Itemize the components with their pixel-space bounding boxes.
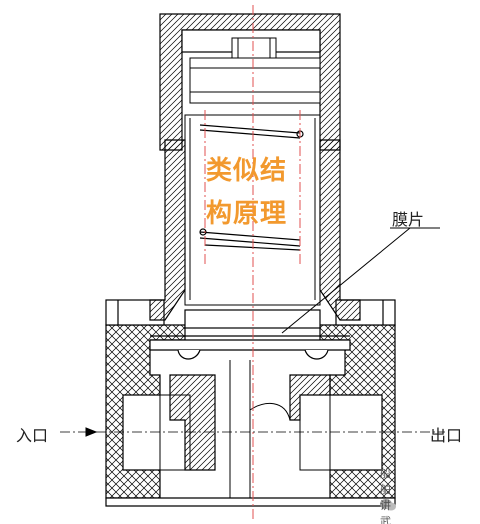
centerlines: [204, 5, 301, 520]
valve-body: [105, 299, 396, 507]
bonnet-housing: [149, 13, 361, 321]
inlet-arrow: [85, 427, 98, 437]
watermark-text: 船舶讲武堂: [380, 467, 391, 524]
outlet-label: 出口: [430, 426, 463, 445]
diaphragm-label: 膜片: [392, 210, 425, 229]
watermark: 船舶讲武堂: [380, 467, 396, 524]
wechat-icon: [380, 499, 396, 511]
overlay-line2: 构原理: [206, 199, 288, 229]
diaphragm-leader: [281, 227, 440, 334]
flow-ports: [105, 360, 396, 498]
spring: [199, 124, 304, 251]
overlay-line1: 类似结: [206, 156, 288, 186]
adjusting-screw: [189, 37, 321, 104]
inlet-label: 入口: [16, 426, 49, 445]
